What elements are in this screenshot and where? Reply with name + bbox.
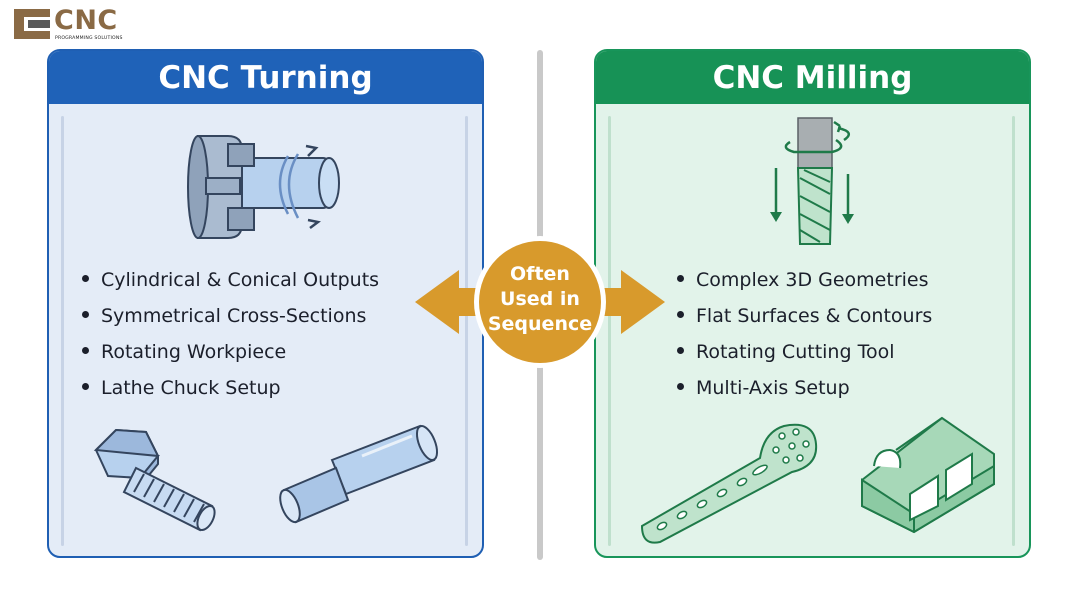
list-item: Flat Surfaces & Contours	[677, 298, 932, 334]
badge-line-2: Used in	[500, 288, 580, 310]
cnc-logo-icon	[14, 9, 50, 39]
brand-logo: CNC PROGRAMMING SOLUTIONS	[14, 5, 144, 44]
bullet-text: Multi-Axis Setup	[696, 377, 850, 399]
badge-line-3: Sequence	[487, 313, 593, 335]
bullet-dot	[82, 347, 89, 354]
bullet-text: Rotating Cutting Tool	[696, 341, 895, 363]
bullet-text: Symmetrical Cross-Sections	[101, 305, 367, 327]
bullet-text: Cylindrical & Conical Outputs	[101, 269, 380, 291]
bullet-text: Complex 3D Geometries	[696, 269, 929, 291]
bullet-dot	[677, 383, 684, 390]
stepped-shaft-icon	[279, 424, 439, 524]
bullet-dot	[82, 383, 89, 390]
turning-bullet-list: Cylindrical & Conical Outputs Symmetrica…	[82, 262, 379, 406]
bullet-text: Rotating Workpiece	[101, 341, 287, 363]
milling-bullet-list: Complex 3D Geometries Flat Surfaces & Co…	[677, 262, 932, 406]
double-arrow-icon	[415, 236, 665, 368]
bone-plate-icon	[640, 423, 818, 544]
bullet-dot	[677, 347, 684, 354]
milled-bracket-icon	[861, 416, 995, 534]
list-item: Cylindrical & Conical Outputs	[82, 262, 379, 298]
list-item: Complex 3D Geometries	[677, 262, 932, 298]
bullet-dot	[677, 311, 684, 318]
list-item: Lathe Chuck Setup	[82, 370, 379, 406]
list-item: Multi-Axis Setup	[677, 370, 932, 406]
milling-inner-rule	[608, 116, 611, 546]
milling-title: CNC Milling	[596, 51, 1029, 104]
milling-inner-rule-right	[1012, 116, 1015, 546]
turning-inner-rule	[61, 116, 64, 546]
center-badge: Often Used in Sequence	[479, 262, 601, 337]
lathe-chuck-icon	[187, 135, 340, 239]
list-item: Rotating Cutting Tool	[677, 334, 932, 370]
brand-name: CNC	[54, 5, 118, 36]
turning-title: CNC Turning	[49, 51, 482, 104]
bullet-dot	[82, 275, 89, 282]
end-mill-icon	[770, 117, 854, 245]
bullet-dot	[82, 311, 89, 318]
brand-tagline: PROGRAMMING SOLUTIONS	[55, 36, 123, 41]
list-item: Symmetrical Cross-Sections	[82, 298, 379, 334]
hex-bolt-icon	[93, 428, 216, 532]
list-item: Rotating Workpiece	[82, 334, 379, 370]
bullet-text: Flat Surfaces & Contours	[696, 305, 933, 327]
bullet-dot	[677, 275, 684, 282]
turning-inner-rule-right	[465, 116, 468, 546]
badge-line-1: Often	[510, 263, 570, 285]
bullet-text: Lathe Chuck Setup	[101, 377, 281, 399]
